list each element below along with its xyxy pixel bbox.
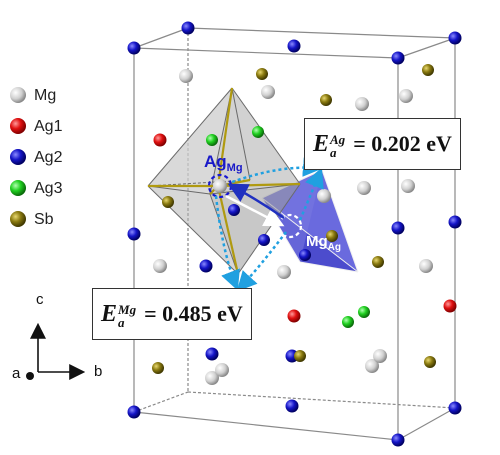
atom-mg: [365, 359, 379, 373]
legend-item-mg: Mg: [10, 87, 56, 104]
atom-ag2: [391, 51, 405, 65]
atom-ag2: [391, 433, 405, 447]
atom-ag2: [127, 41, 141, 55]
atom-ag2: [228, 204, 240, 216]
svg-text:Ag2: Ag2: [34, 149, 63, 166]
atom-mg: [153, 259, 167, 273]
legend-item-ag1: Ag1: [10, 118, 63, 135]
atom-sb: [294, 350, 306, 362]
atom-ag2: [448, 31, 462, 45]
atom-mg: [215, 363, 229, 377]
svg-text:Ag3: Ag3: [34, 180, 63, 197]
atom-mg: [373, 349, 387, 363]
legend-item-sb: Sb: [10, 211, 54, 228]
atom-ag2: [258, 234, 270, 246]
atom-ag2: [448, 215, 462, 229]
atom-sb: [162, 196, 174, 208]
atom-mg: [357, 181, 371, 195]
atom-ag3: [358, 306, 370, 318]
atom-mg: [205, 371, 219, 385]
atom-ag2: [181, 21, 195, 35]
atom-sb: [372, 256, 384, 268]
atom-group: [127, 21, 462, 447]
legend-item-ag2: Ag2: [10, 149, 63, 166]
atom-mg: [399, 89, 413, 103]
atom-sb: [320, 94, 332, 106]
atom-sb: [424, 356, 436, 368]
atom-ag1: [443, 299, 457, 313]
svg-text:Ag1: Ag1: [34, 118, 63, 135]
octahedron: [147, 87, 301, 275]
axis-c-label: c: [36, 291, 44, 308]
axis-triad: c a b: [12, 291, 102, 382]
atom-ag3: [252, 126, 264, 138]
atom-mg: [317, 189, 331, 203]
atom-mg: [277, 265, 291, 279]
atom-ag2: [287, 39, 301, 53]
axis-b-label: b: [94, 363, 102, 380]
atom-sb: [152, 362, 164, 374]
atom-ag2: [448, 401, 462, 415]
atom-mg: [261, 85, 275, 99]
atom-sb: [422, 64, 434, 76]
atom-ag2: [299, 249, 311, 261]
atom-ag2: [127, 227, 141, 241]
vacancy-mg-ag: [277, 213, 303, 239]
atom-ag2: [199, 259, 213, 273]
atom-mg: [419, 259, 433, 273]
atom-ag2: [391, 221, 405, 235]
svg-text:Mg: Mg: [34, 87, 56, 104]
atom-ag1: [153, 133, 167, 147]
arrow-cyan-4: [236, 231, 287, 292]
arrow-cyan-3: [214, 195, 240, 291]
svg-text:Sb: Sb: [34, 211, 54, 228]
atom-ag3: [342, 316, 354, 328]
site-label-ag-mg: AgMg: [204, 152, 243, 174]
atom-ag1: [287, 309, 301, 323]
atom-ag2: [285, 399, 299, 413]
legend: Mg Ag1 Ag2 Ag3 Sb: [10, 87, 63, 228]
atom-ag2: [127, 405, 141, 419]
atom-mg: [179, 69, 193, 83]
axis-a-label: a: [12, 365, 21, 382]
atom-mg: [355, 97, 369, 111]
atom-sb: [256, 68, 268, 80]
arrow-ag-path: [227, 183, 285, 220]
atom-ag2: [205, 347, 219, 361]
site-label-mg-ag: MgAg: [306, 233, 341, 253]
legend-item-ag3: Ag3: [10, 180, 63, 197]
atom-ag3: [206, 134, 218, 146]
atom-sb: [326, 230, 338, 242]
atom-mg: [401, 179, 415, 193]
atom-mg: [213, 179, 227, 193]
